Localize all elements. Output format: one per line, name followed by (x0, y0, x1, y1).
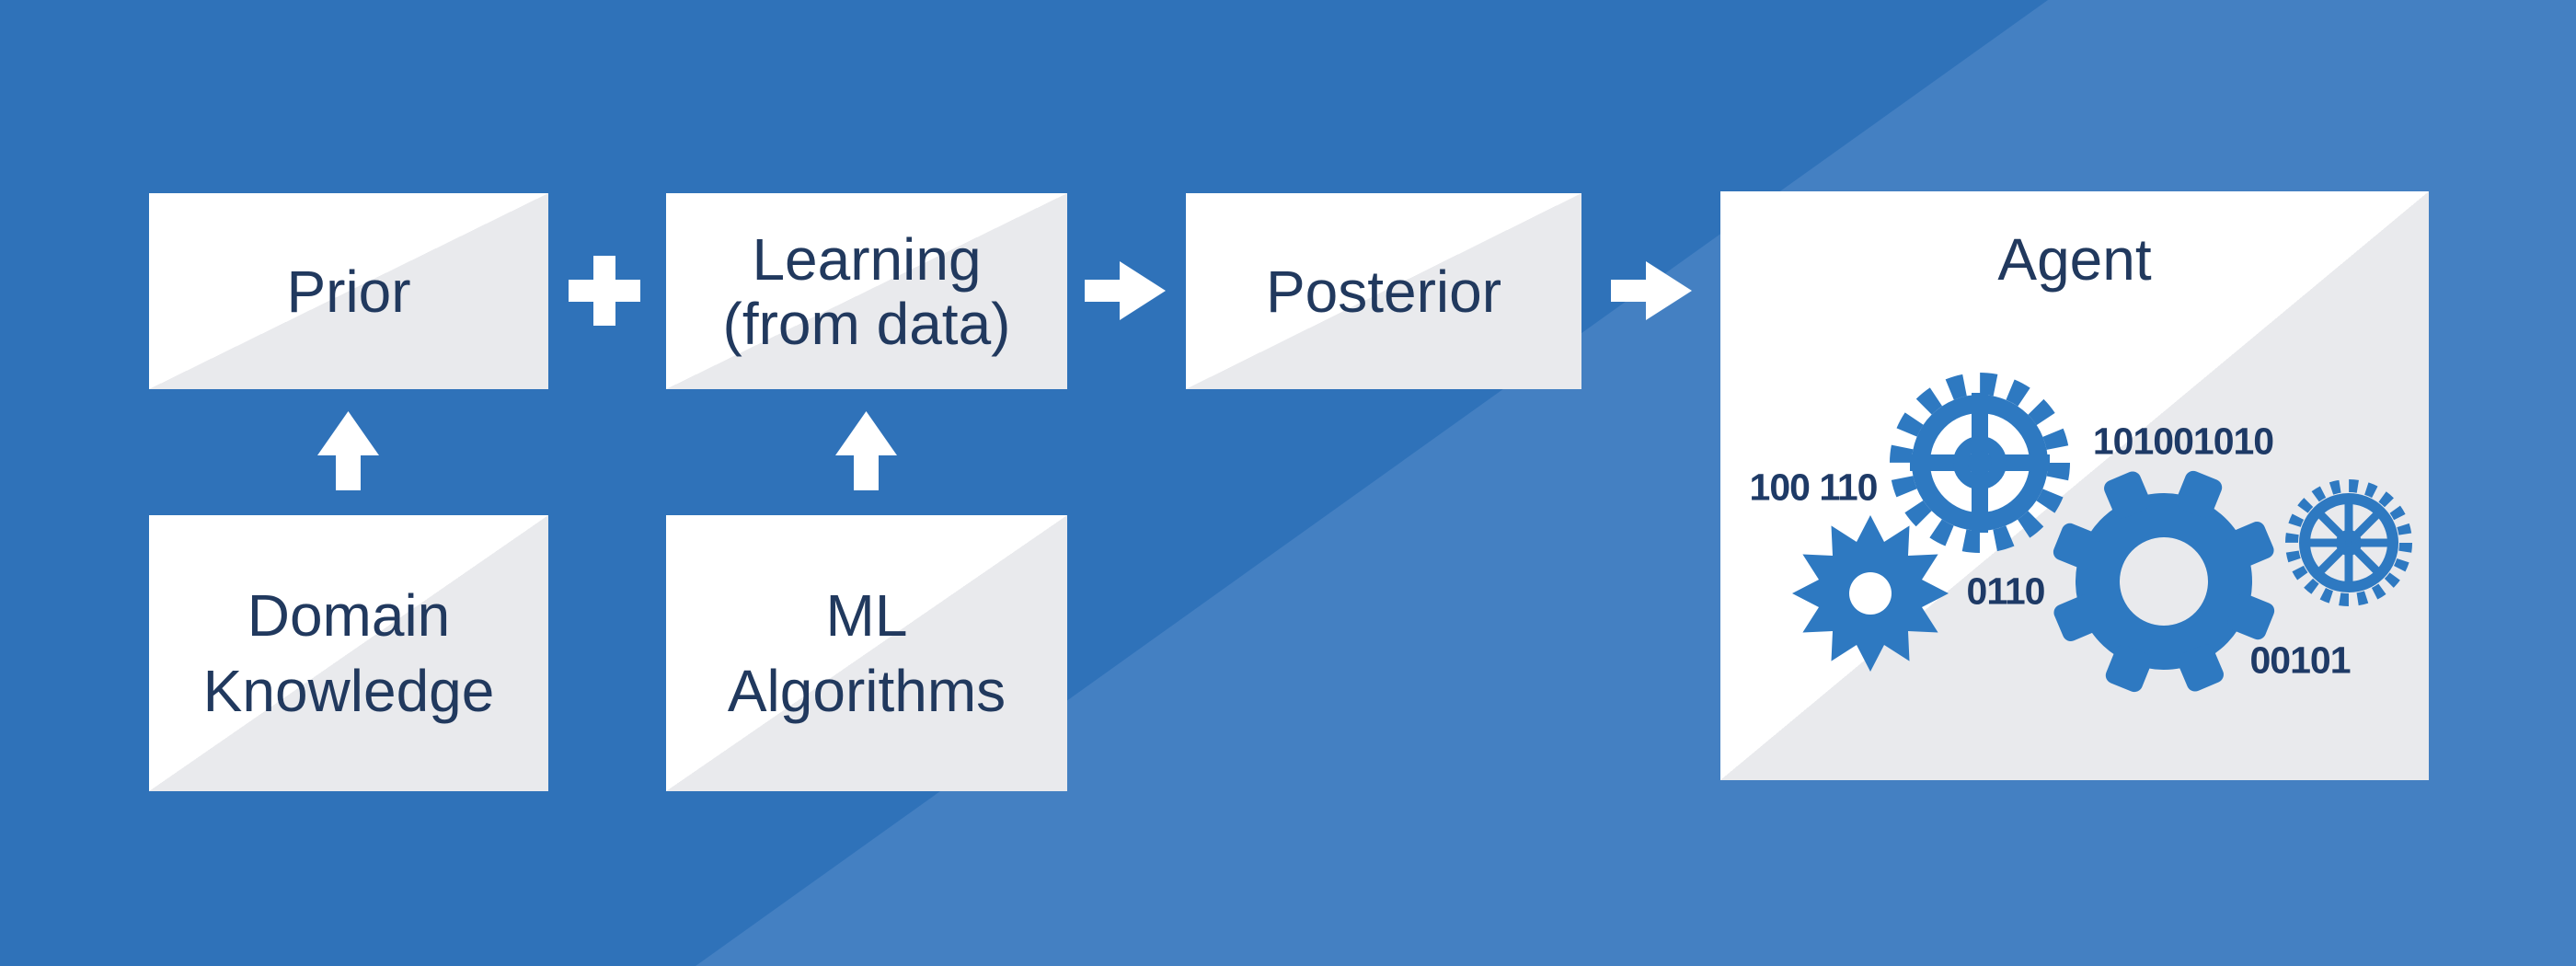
star-gear-icon (1792, 515, 1949, 672)
binary-string-top-right: 101001010 (2092, 420, 2274, 463)
ml-algorithms-line2: Algorithms (727, 658, 1006, 724)
box-ml-algorithms: ML Algorithms (666, 515, 1067, 791)
arrow-up-icon-ml-to-learning (835, 411, 897, 490)
arrow-right-icon-learning-to-posterior (1085, 261, 1166, 320)
posterior-label: Posterior (1265, 258, 1502, 325)
prior-label: Prior (286, 258, 411, 325)
spoked-gear-icon (1890, 373, 2070, 553)
learning-label-line2: (from data) (722, 290, 1011, 357)
binary-string-center: 0110 (1966, 569, 2046, 613)
box-posterior: Posterior (1186, 193, 1581, 389)
cog-gear-icon (2053, 470, 2275, 693)
binary-string-bottom-right: 00101 (2249, 638, 2351, 682)
ml-algorithms-line1: ML (825, 582, 908, 649)
arrow-right-icon-posterior-to-agent (1611, 261, 1692, 320)
domain-knowledge-line1: Domain (247, 582, 451, 649)
box-domain-knowledge: Domain Knowledge (149, 515, 548, 791)
domain-knowledge-line2: Knowledge (202, 658, 495, 724)
learning-label-line1: Learning (752, 225, 982, 293)
wheel-gear-icon (2285, 479, 2412, 606)
binary-string-left: 100 110 (1749, 466, 1879, 509)
agent-label: Agent (1997, 226, 2152, 293)
arrow-up-icon-domain-to-prior (317, 411, 379, 490)
plus-icon (569, 256, 640, 326)
box-learning: Learning (from data) (666, 193, 1067, 389)
box-agent: Agent (1720, 191, 2429, 780)
box-prior: Prior (149, 193, 548, 389)
